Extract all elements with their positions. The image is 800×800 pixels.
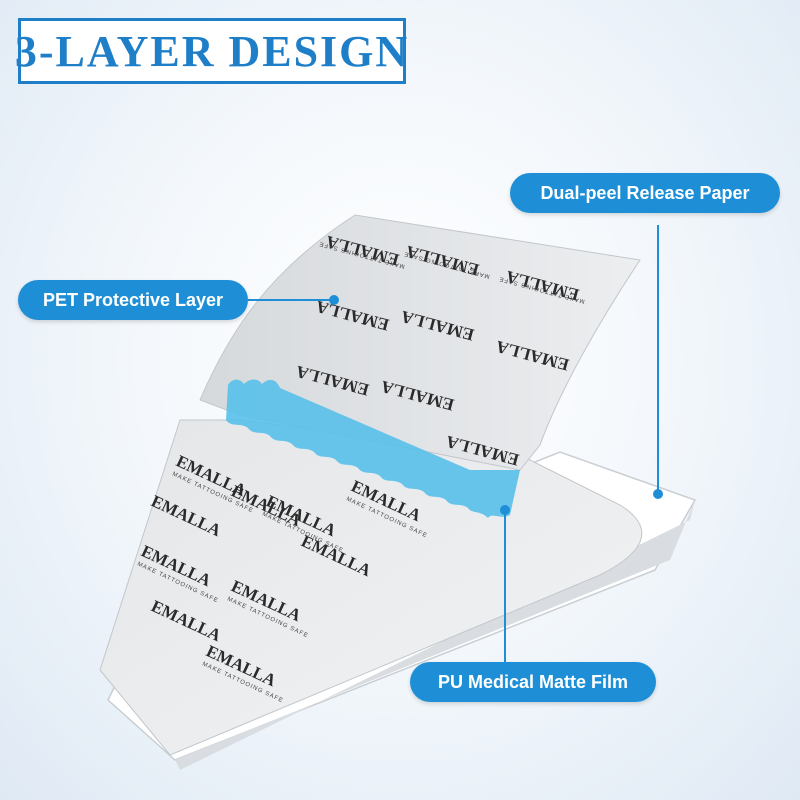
- callout-pet-layer: PET Protective Layer: [18, 280, 248, 320]
- peel-strip: [226, 379, 520, 518]
- release-paper-edge: [175, 500, 695, 770]
- callout-release-paper: Dual-peel Release Paper: [510, 173, 780, 213]
- callout-lines: [248, 225, 663, 662]
- callout-dot-pet: [329, 295, 339, 305]
- title-box: 3-LAYER DESIGN: [14, 18, 410, 84]
- callout-pu-film: PU Medical Matte Film: [410, 662, 656, 702]
- callout-dot-release: [653, 489, 663, 499]
- callout-dot-pu: [500, 505, 510, 515]
- page-title: 3-LAYER DESIGN: [14, 26, 410, 76]
